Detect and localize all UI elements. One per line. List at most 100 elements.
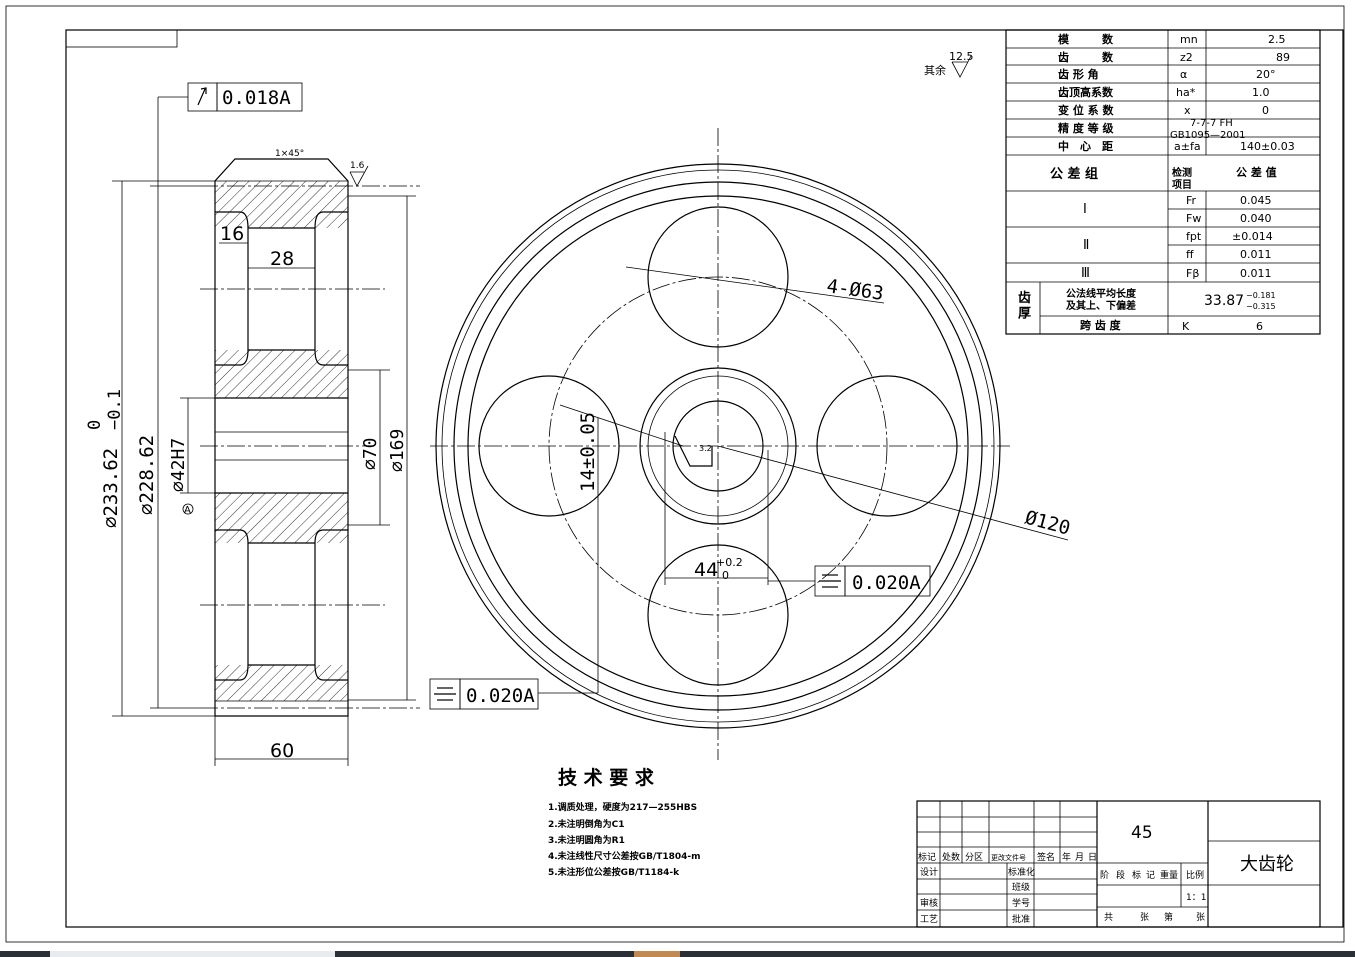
front-view-text: 0.018A 1×45° 1.6 16 28 60 ⌀233.62 0 −0.1… xyxy=(85,87,408,762)
tb-col: 更改文件号 xyxy=(991,853,1026,862)
dim-228: ⌀228.62 xyxy=(136,435,158,515)
inner-border xyxy=(65,29,1344,928)
tb-mid: 标准化 xyxy=(1008,866,1035,878)
tb-sheet: 共 xyxy=(1104,912,1113,923)
tb-mid: 批准 xyxy=(1012,913,1030,925)
holes-dim: 4-Ø63 xyxy=(825,275,885,305)
group-name: Ⅰ xyxy=(1083,202,1087,217)
tech-item: 1.调质处理，硬度为217—255HBS xyxy=(548,801,697,813)
param-table xyxy=(1005,29,1321,335)
chamfer-note: 1×45° xyxy=(275,149,304,159)
tb-mid: 班级 xyxy=(1012,881,1030,893)
tb-left: 审核 xyxy=(920,897,938,909)
param-label: 齿 数 xyxy=(1058,50,1114,64)
tol-val: 0.011 xyxy=(1240,267,1272,280)
param-label: 精 度 等 级 xyxy=(1058,121,1114,135)
dim-42: ⌀42H7 xyxy=(168,438,189,492)
wk-lo: −0.315 xyxy=(1246,302,1276,311)
tb-col: 处数 xyxy=(942,851,960,863)
rough-rest-label: 其余 xyxy=(924,63,946,77)
tb-left: 设计 xyxy=(920,866,938,878)
wk-label: 公法线平均长度及其上、下偏差 xyxy=(1066,287,1137,312)
group-name: Ⅲ xyxy=(1081,266,1090,281)
runout-tol: 0.018A xyxy=(222,87,291,109)
taskbar-segment xyxy=(50,951,335,957)
param-val: 20° xyxy=(1256,68,1276,81)
tb-sheet: 第 xyxy=(1164,911,1173,923)
param-sym: 7-7-7 FH xyxy=(1190,118,1233,129)
part-name: 大齿轮 xyxy=(1240,854,1294,875)
side-view xyxy=(429,55,1069,760)
front-view xyxy=(112,82,420,766)
tech-title: 技 术 要 求 xyxy=(558,766,655,789)
span-val: 6 xyxy=(1256,320,1263,333)
outer-border xyxy=(5,5,1345,943)
title-block-text: 45 大齿轮 比例 1：1 标记 处数 分区 更改文件号 签名 年 月 日 设计… xyxy=(918,823,1294,925)
tb-stage: 阶 xyxy=(1100,869,1109,881)
wk-val: 33.87 xyxy=(1204,293,1244,309)
tb-col: 标记 xyxy=(918,851,936,863)
title-tab xyxy=(65,29,178,48)
tol-val: ±0.014 xyxy=(1232,230,1273,243)
param-label: 模 数 xyxy=(1058,32,1114,46)
dim-233: ⌀233.62 xyxy=(100,448,122,528)
keyway-rough: 3.2 xyxy=(699,444,712,453)
thickness-label: 齿厚 xyxy=(1018,290,1031,322)
tb-col: 分区 xyxy=(965,852,983,863)
tol-sym: fpt xyxy=(1186,230,1202,243)
scale-label: 比例 xyxy=(1186,869,1204,881)
dim-233-lo: −0.1 xyxy=(105,389,125,430)
tol-sym: Fβ xyxy=(1186,267,1199,280)
tb-sheet: 张 xyxy=(1196,912,1205,923)
wk-up: −0.181 xyxy=(1246,291,1276,300)
tech-item: 3.未注明圆角为R1 xyxy=(548,834,625,846)
keyway-width: 44 xyxy=(694,559,718,581)
param-sym: z2 xyxy=(1180,51,1193,64)
span-sym: K xyxy=(1182,320,1190,333)
tol-group-label: 公 差 组 xyxy=(1050,166,1098,182)
param-label: 齿 形 角 xyxy=(1058,67,1099,81)
taskbar-segment xyxy=(634,951,680,957)
tol-val: 0.045 xyxy=(1240,194,1272,207)
dim-60: 60 xyxy=(270,740,294,762)
tol-value-label: 公 差 值 xyxy=(1236,165,1277,179)
sym-tol-right: 0.020A xyxy=(852,572,921,594)
sym-tol-left: 0.020A xyxy=(466,685,535,707)
rough-1-6: 1.6 xyxy=(350,161,365,171)
title-block xyxy=(916,800,1321,928)
dim-28: 28 xyxy=(270,248,294,270)
tech-item: 4.未注线性尺寸公差按GB/T1804-m xyxy=(548,850,701,862)
datum-a: A xyxy=(184,505,191,516)
dim-169: ⌀169 xyxy=(387,429,408,472)
tech-item: 5.未注形位公差按GB/T1184-k xyxy=(548,866,680,878)
param-sym: ha* xyxy=(1176,86,1196,99)
param-label: 变 位 系 数 xyxy=(1058,103,1114,117)
tb-stage: 记 xyxy=(1146,870,1155,881)
param-val: 0 xyxy=(1262,104,1269,117)
tb-sheet: 张 xyxy=(1140,912,1149,923)
tb-stage: 标 xyxy=(1132,869,1141,881)
dim-16: 16 xyxy=(220,223,244,245)
param-val: 89 xyxy=(1276,51,1290,64)
material: 45 xyxy=(1131,823,1153,843)
group-name: Ⅱ xyxy=(1083,238,1089,253)
dim-70: ⌀70 xyxy=(360,437,381,470)
param-sym: a±fa xyxy=(1174,140,1201,153)
param-val: 2.5 xyxy=(1268,33,1286,46)
tb-stage: 重量 xyxy=(1160,869,1178,881)
tol-val: 0.011 xyxy=(1240,248,1272,261)
tol-sym: ff xyxy=(1186,248,1194,261)
rough-rest-val: 12.5 xyxy=(949,50,974,63)
tol-val: 0.040 xyxy=(1240,212,1272,225)
tech-item: 2.未注明倒角为C1 xyxy=(548,818,625,830)
tb-col: 签名 xyxy=(1037,851,1055,863)
dim-233-up: 0 xyxy=(85,420,105,430)
tb-left: 工艺 xyxy=(920,914,938,925)
check-item-label: 检测项目 xyxy=(1172,166,1192,191)
param-table-text: 模 数 mn 2.5 齿 数 z2 89 齿 形 角 α 20° 齿顶高系数 h… xyxy=(1018,32,1295,333)
tol-sym: Fw xyxy=(1186,212,1201,225)
param-val: 140±0.03 xyxy=(1240,140,1295,153)
tech-requirements: 技 术 要 求 1.调质处理，硬度为217—255HBS 2.未注明倒角为C1 … xyxy=(548,766,701,878)
tb-mid: 学号 xyxy=(1012,897,1030,909)
